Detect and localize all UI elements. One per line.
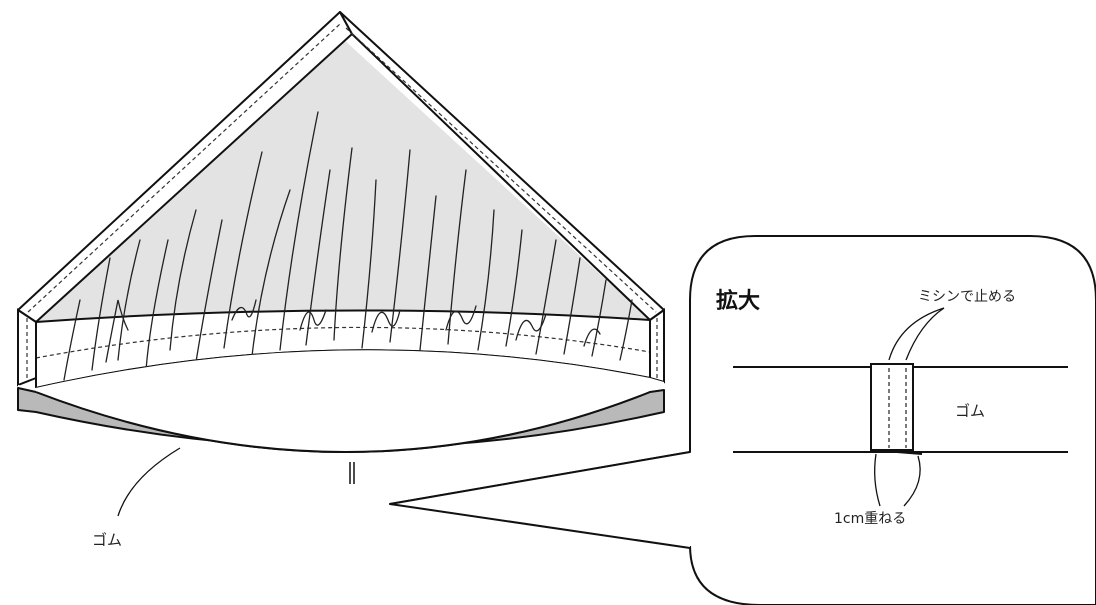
stitch-lines-zoom (888, 368, 907, 448)
edge-stitch-lines (26, 23, 658, 380)
elastic-leader-line (117, 447, 181, 517)
overlap-leader-lines (874, 453, 921, 507)
zoom-title: 拡大 (716, 289, 760, 314)
stitch-leader-lines (888, 307, 945, 361)
garment-piece: ゴム (17, 11, 665, 549)
stitch-note: ミシンで止める (918, 289, 1016, 305)
overlap-rect (870, 363, 914, 451)
elastic-zoom-label: ゴム (955, 402, 985, 420)
elastic-label: ゴム (92, 531, 122, 549)
band-seam (349, 462, 355, 484)
overlap-note: 1cm重ねる (834, 511, 906, 527)
gather-wrinkles (63, 111, 633, 381)
zoom-callout: 拡大 ミシンで止める ゴム 1cm重ねる (389, 235, 1096, 605)
gathered-fabric (36, 38, 650, 322)
